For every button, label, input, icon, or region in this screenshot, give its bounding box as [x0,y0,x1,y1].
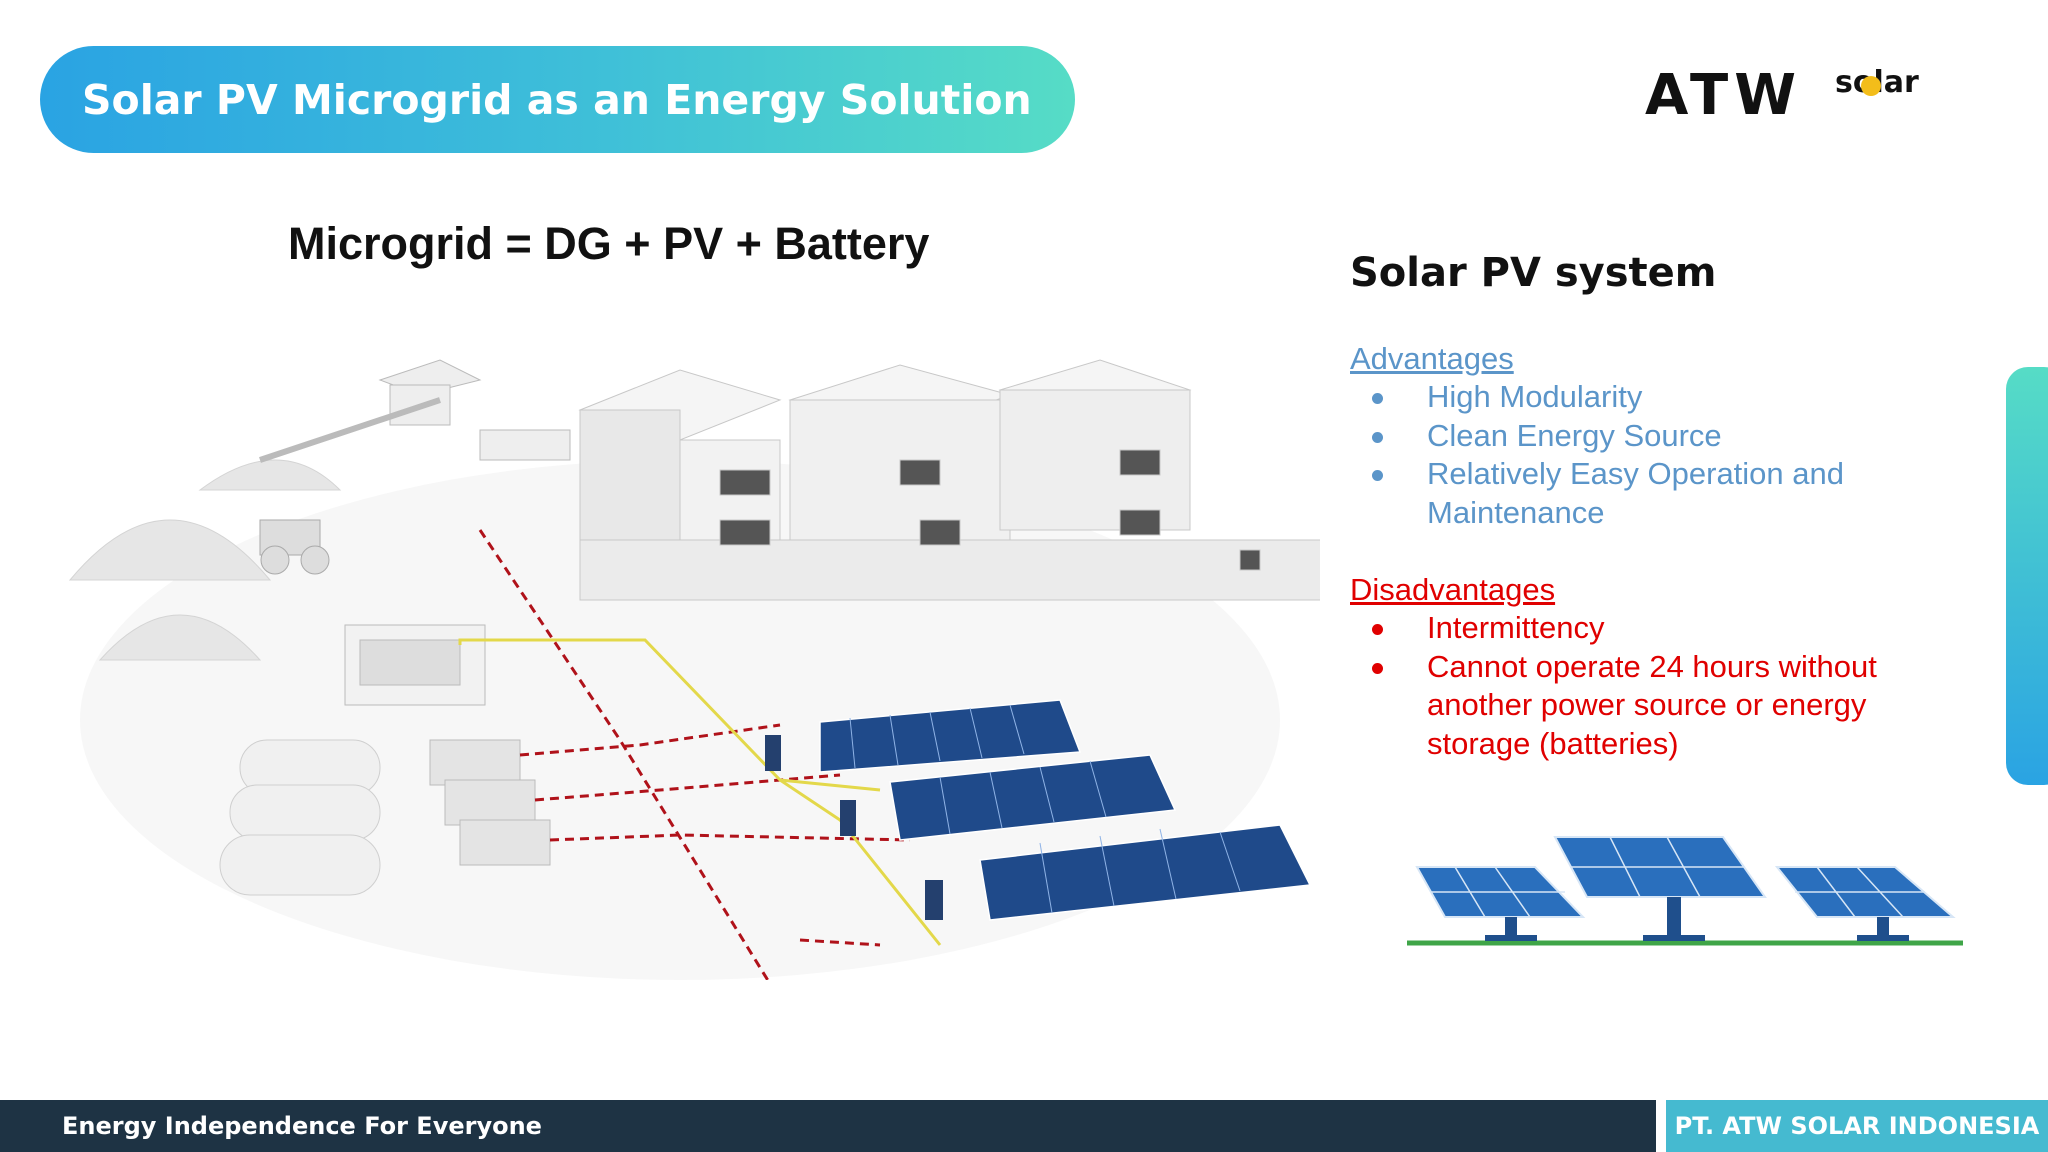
footer-tagline: Energy Independence For Everyone [62,1112,542,1140]
solar-panels-icon [1407,836,1963,946]
logo-wordmark: ATW [1645,63,1802,128]
fuel-tanks [219,739,381,896]
atw-solar-logo: ATW solar [1645,66,1955,126]
bullet-icon [1372,470,1383,481]
bullet-icon [1372,662,1383,674]
footer-company-bar: PT. ATW SOLAR INDONESIA [1666,1100,2048,1152]
solar-arrays [819,699,1312,921]
sand-piles [68,459,342,661]
bullet-icon [1372,431,1383,443]
microgrid-illustration [68,359,1320,980]
diesel-generators [429,739,551,866]
advantages-list: High Modularity Clean Energy Source Rela… [1350,378,1970,532]
bullet-icon [1372,393,1383,404]
processing-plant [259,359,571,463]
footer-tagline-bar: Energy Independence For Everyone [0,1100,1656,1152]
dc-cables [458,638,942,946]
side-tab [2006,367,2048,785]
list-item: Intermittency [1350,609,1970,648]
list-item: High Modularity [1350,378,1970,417]
solar-pv-panel: Solar PV system Advantages High Modulari… [1350,250,1970,763]
list-item: Relatively Easy Operation and Maintenanc… [1350,455,1970,532]
buildings [578,359,1320,601]
bullet-icon [1372,624,1383,635]
control-container [344,624,486,706]
disadvantages-list: Intermittency Cannot operate 24 hours wi… [1350,609,1970,763]
disadvantages-link[interactable]: Disadvantages [1350,572,1556,607]
panel-heading: Solar PV system [1350,250,1717,296]
list-item: Cannot operate 24 hours without another … [1350,648,1970,764]
wheel-loader [259,519,330,575]
sun-icon [1861,76,1881,96]
footer-company: PT. ATW SOLAR INDONESIA [1674,1112,2040,1140]
inverters [765,735,943,920]
list-item: Clean Energy Source [1350,417,1970,456]
microgrid-equation: Microgrid = DG + PV + Battery [288,218,930,269]
advantages-link[interactable]: Advantages [1350,341,1514,376]
title-banner: Solar PV Microgrid as an Energy Solution [40,46,1075,153]
slide-title: Solar PV Microgrid as an Energy Solution [82,75,1032,124]
